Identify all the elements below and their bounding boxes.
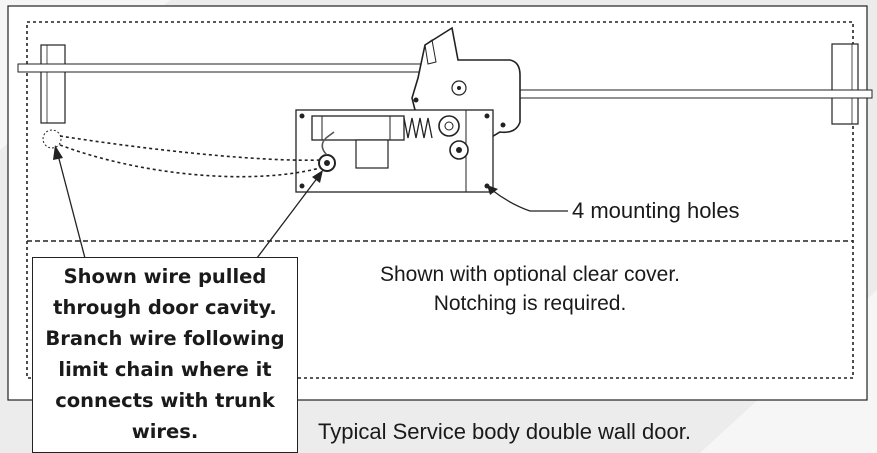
arrowhead: [53, 145, 63, 160]
wire-path: [59, 144, 321, 178]
leader-line: [57, 154, 87, 263]
arrowhead: [312, 170, 323, 183]
wire-path-callout-box: Shown wire pulled through door cavity. B…: [32, 257, 298, 453]
latch-screw: [500, 122, 506, 128]
actuator-leads: [321, 131, 335, 156]
mounting-hole: [299, 183, 305, 189]
arrowhead: [487, 185, 498, 195]
gear-hub: [456, 147, 462, 153]
wire-entry-hole: [42, 129, 62, 149]
right-bracket: [831, 43, 859, 125]
actuator-spring: [403, 117, 433, 139]
mounting-hole: [299, 113, 305, 119]
latch-pivot-center: [457, 86, 461, 90]
left-latch-rod: [17, 63, 445, 73]
door-inner-outline: [26, 21, 854, 379]
left-bracket: [40, 44, 66, 124]
mounting-hole: [484, 113, 490, 119]
latch-screw: [413, 97, 419, 103]
clear-cover-label: Shown with optional clear cover. Notchin…: [380, 263, 680, 315]
mounting-holes-label: 4 mounting holes: [572, 198, 740, 223]
diagram-caption: Typical Service body double wall door.: [318, 419, 691, 444]
gear-hub: [444, 121, 454, 131]
actuator-housing: [355, 139, 389, 169]
latch-plate-detail: [424, 39, 437, 65]
right-latch-rod: [476, 89, 873, 99]
leader-line: [491, 189, 568, 212]
wire-connector-center: [324, 160, 330, 166]
leader-line: [253, 176, 319, 263]
